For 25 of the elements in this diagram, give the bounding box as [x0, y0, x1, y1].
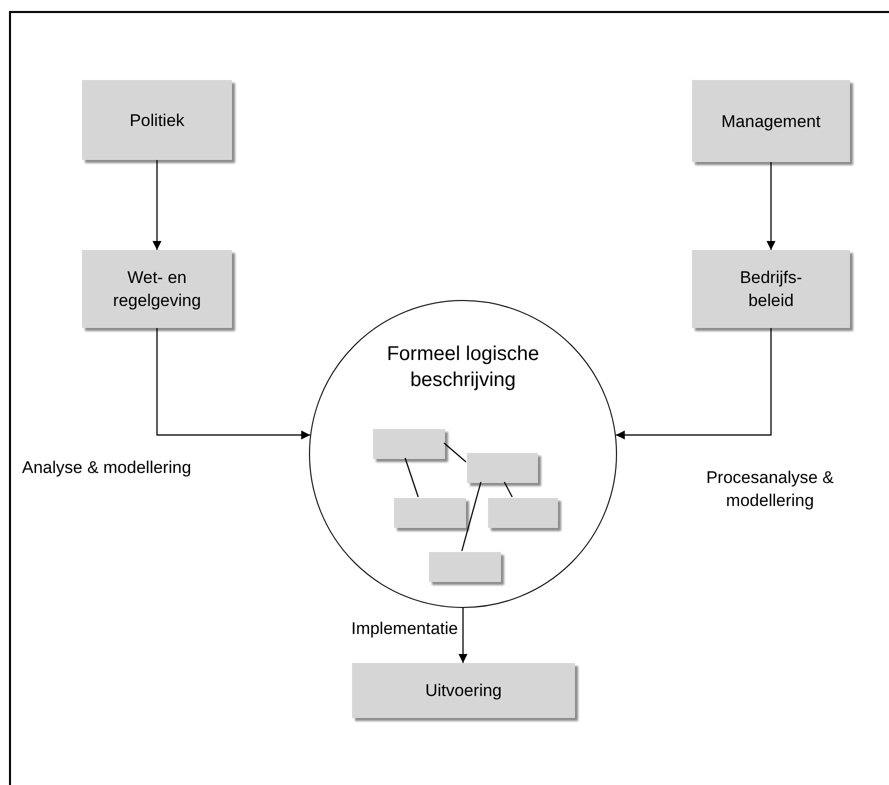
- process-box: [82, 80, 232, 160]
- node-text: Uitvoering: [425, 680, 502, 702]
- node-text: Bedrijfs- beleid: [738, 267, 804, 312]
- process-box: [352, 663, 575, 718]
- arrow: [616, 328, 772, 440]
- small-box: [394, 498, 466, 528]
- process-box: [692, 80, 850, 162]
- connector-line: [404, 458, 419, 498]
- node-text: Formeel logische beschrijving: [386, 342, 540, 393]
- small-box: [429, 552, 501, 582]
- arrow: [766, 162, 776, 250]
- node-text: Management: [721, 110, 821, 132]
- process-box: [692, 250, 850, 328]
- connector-line: [444, 442, 466, 462]
- node-text: Wet- en regelgeving: [112, 267, 202, 312]
- arrow: [156, 328, 310, 440]
- process-box: [82, 250, 232, 328]
- small-box: [373, 429, 445, 459]
- node-text: Politiek: [130, 110, 184, 132]
- small-box: [488, 498, 558, 528]
- arrow: [152, 160, 162, 250]
- connector-line: [504, 482, 513, 498]
- connector-line: [461, 482, 482, 552]
- small-box: [467, 453, 538, 483]
- arrow: [458, 608, 468, 663]
